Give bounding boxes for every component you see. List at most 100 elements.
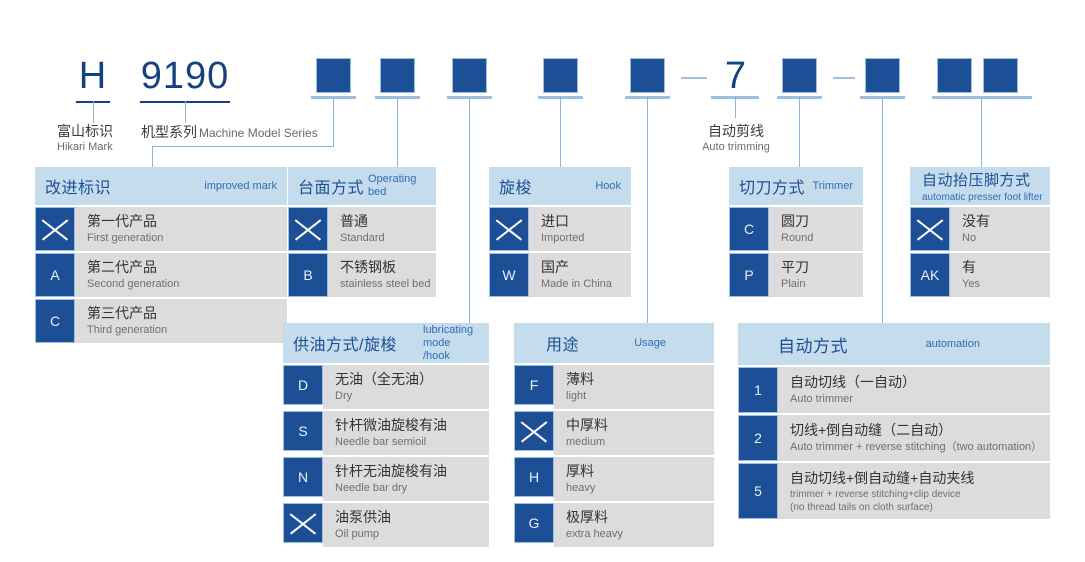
code-slot-usage[interactable]	[630, 58, 665, 93]
table-row[interactable]: 油泵供油 Oil pump	[283, 503, 489, 547]
row-value-cell: 油泵供油 Oil pump	[323, 503, 489, 547]
row-value-cell: 第三代产品 Third generation	[75, 299, 287, 343]
header-en: automatic presser foot lifter	[922, 191, 1043, 203]
code-slot-lubricating[interactable]	[452, 58, 487, 93]
table-row[interactable]: 第一代产品 First generation	[35, 207, 287, 251]
row-key-cell: N	[283, 457, 323, 497]
row-label-en: Imported	[541, 232, 585, 244]
row-key-cell: H	[514, 457, 554, 497]
row-label-cn: 进口	[541, 213, 569, 229]
row-value-cell: 极厚料 extra heavy	[554, 503, 714, 547]
caption-hikari-mark-en: Hikari Mark	[57, 141, 113, 153]
row-label-cn: 圆刀	[781, 213, 809, 229]
row-label-en: Needle bar semioil	[335, 436, 427, 448]
row-label-cn: 第三代产品	[87, 305, 157, 321]
header-en: Operating bed	[368, 173, 417, 198]
row-label-en: Made in China	[541, 278, 612, 290]
row-value-cell: 中厚料 medium	[554, 411, 714, 455]
code-slot-improved-mark[interactable]	[316, 58, 351, 93]
table-row[interactable]: S 针杆微油旋梭有油 Needle bar semioil	[283, 411, 489, 455]
table-row[interactable]: 1 自动切线（一自动） Auto trimmer	[738, 367, 1050, 413]
table-lubricating-mode: 供油方式/旋梭 lubricating mode /hook D 无油（全无油）…	[283, 323, 489, 547]
connector-operating-bed	[397, 96, 398, 168]
row-label-cn: 油泵供油	[335, 509, 391, 525]
code-slot-presser-foot-b[interactable]	[983, 58, 1018, 93]
row-label-cn: 有	[962, 259, 976, 275]
table-row[interactable]: 进口 Imported	[489, 207, 631, 251]
table-row[interactable]: F 薄料 light	[514, 365, 714, 409]
caption-hikari-mark: 富山标识 Hikari Mark	[57, 122, 113, 155]
table-presser-foot-lifter: 自动抬压脚方式 automatic presser foot lifter 没有…	[910, 167, 1050, 297]
row-value-cell: 第二代产品 Second generation	[75, 253, 287, 297]
table-row[interactable]: 5 自动切线+倒自动缝+自动夹线 trimmer + reverse stitc…	[738, 463, 1050, 519]
row-label-cn: 不锈钢板	[340, 259, 396, 275]
caption-auto-trimming: 自动剪线 Auto trimming	[700, 122, 772, 155]
row-label-en: stainless steel bed	[340, 278, 431, 290]
table-row[interactable]: 中厚料 medium	[514, 411, 714, 455]
row-label-en: Plain	[781, 278, 806, 290]
table-improved-mark: 改进标识 improved mark 第一代产品 First generatio…	[35, 167, 287, 343]
row-value-cell: 针杆无油旋梭有油 Needle bar dry	[323, 457, 489, 501]
table-row[interactable]: 2 切线+倒自动缝（二自动） Auto trimmer + reverse st…	[738, 415, 1050, 461]
row-value-cell: 自动切线+倒自动缝+自动夹线 trimmer + reverse stitchi…	[778, 463, 1050, 519]
connector-series	[185, 101, 186, 123]
row-key-cell	[910, 207, 950, 251]
table-row[interactable]: 普通 Standard	[288, 207, 436, 251]
header-cn: 用途	[546, 337, 580, 354]
row-key-cell	[35, 207, 75, 251]
caption-machine-model-series: 机型系列 Machine Model Series	[141, 123, 318, 141]
code-slot-automation[interactable]	[865, 58, 900, 93]
table-row[interactable]: P 平刀 Plain	[729, 253, 863, 297]
row-key-cell: A	[35, 253, 75, 297]
header-cn: 自动抬压脚方式	[922, 171, 1031, 189]
row-value-cell: 有 Yes	[950, 253, 1050, 297]
row-key-cell: W	[489, 253, 529, 297]
row-value-cell: 自动切线（一自动） Auto trimmer	[778, 367, 1050, 413]
row-value-cell: 普通 Standard	[328, 207, 436, 251]
header-en: lubricating mode /hook	[423, 323, 474, 362]
row-value-cell: 切线+倒自动缝（二自动） Auto trimmer + reverse stit…	[778, 415, 1050, 461]
table-row[interactable]: C 圆刀 Round	[729, 207, 863, 251]
row-label-en: Auto trimmer	[790, 393, 853, 405]
row-value-cell: 第一代产品 First generation	[75, 207, 287, 251]
table-lubricating-mode-header: 供油方式/旋梭 lubricating mode /hook	[283, 323, 489, 363]
row-label-cn: 没有	[962, 213, 990, 229]
table-row[interactable]: A 第二代产品 Second generation	[35, 253, 287, 297]
header-cn: 旋梭	[499, 180, 533, 197]
code-slot-presser-foot-a[interactable]	[937, 58, 972, 93]
row-key-cell	[288, 207, 328, 251]
row-label-en2: (no thread tails on cloth surface)	[790, 501, 933, 513]
row-value-cell: 不锈钢板 stainless steel bed	[328, 253, 436, 297]
row-label-cn: 针杆微油旋梭有油	[335, 417, 447, 433]
header-en: automation	[925, 337, 980, 350]
row-label-en: Yes	[962, 278, 980, 290]
row-key-cell: B	[288, 253, 328, 297]
table-row[interactable]: D 无油（全无油） Dry	[283, 365, 489, 409]
table-row[interactable]: B 不锈钢板 stainless steel bed	[288, 253, 436, 297]
code-separator-2	[833, 77, 855, 79]
table-row[interactable]: G 极厚料 extra heavy	[514, 503, 714, 547]
row-value-cell: 没有 No	[950, 207, 1050, 251]
table-presser-foot-lifter-header: 自动抬压脚方式 automatic presser foot lifter	[910, 167, 1050, 205]
header-en: Hook	[595, 179, 621, 192]
table-row[interactable]: W 国产 Made in China	[489, 253, 631, 297]
connector-trimmer	[799, 96, 800, 168]
table-automation: 自动方式 automation 1 自动切线（一自动） Auto trimmer…	[738, 323, 1050, 519]
header-cn: 供油方式/旋梭	[293, 337, 397, 354]
table-row[interactable]: 没有 No	[910, 207, 1050, 251]
code-slot-trimmer[interactable]	[782, 58, 817, 93]
connector-usage	[647, 96, 648, 324]
table-row[interactable]: N 针杆无油旋梭有油 Needle bar dry	[283, 457, 489, 501]
table-row[interactable]: C 第三代产品 Third generation	[35, 299, 287, 343]
row-key-cell: S	[283, 411, 323, 451]
code-slot-hook[interactable]	[543, 58, 578, 93]
table-row[interactable]: H 厚料 heavy	[514, 457, 714, 501]
table-row[interactable]: AK 有 Yes	[910, 253, 1050, 297]
row-label-cn: 无油（全无油）	[335, 371, 433, 387]
header-en: Usage	[634, 336, 666, 349]
connector-lubricating	[469, 96, 470, 324]
row-key-cell: C	[35, 299, 75, 343]
caption-auto-trimming-cn: 自动剪线	[708, 123, 764, 139]
code-slot-operating-bed[interactable]	[380, 58, 415, 93]
row-label-en: Auto trimmer + reverse stitching（two aut…	[790, 441, 1043, 453]
